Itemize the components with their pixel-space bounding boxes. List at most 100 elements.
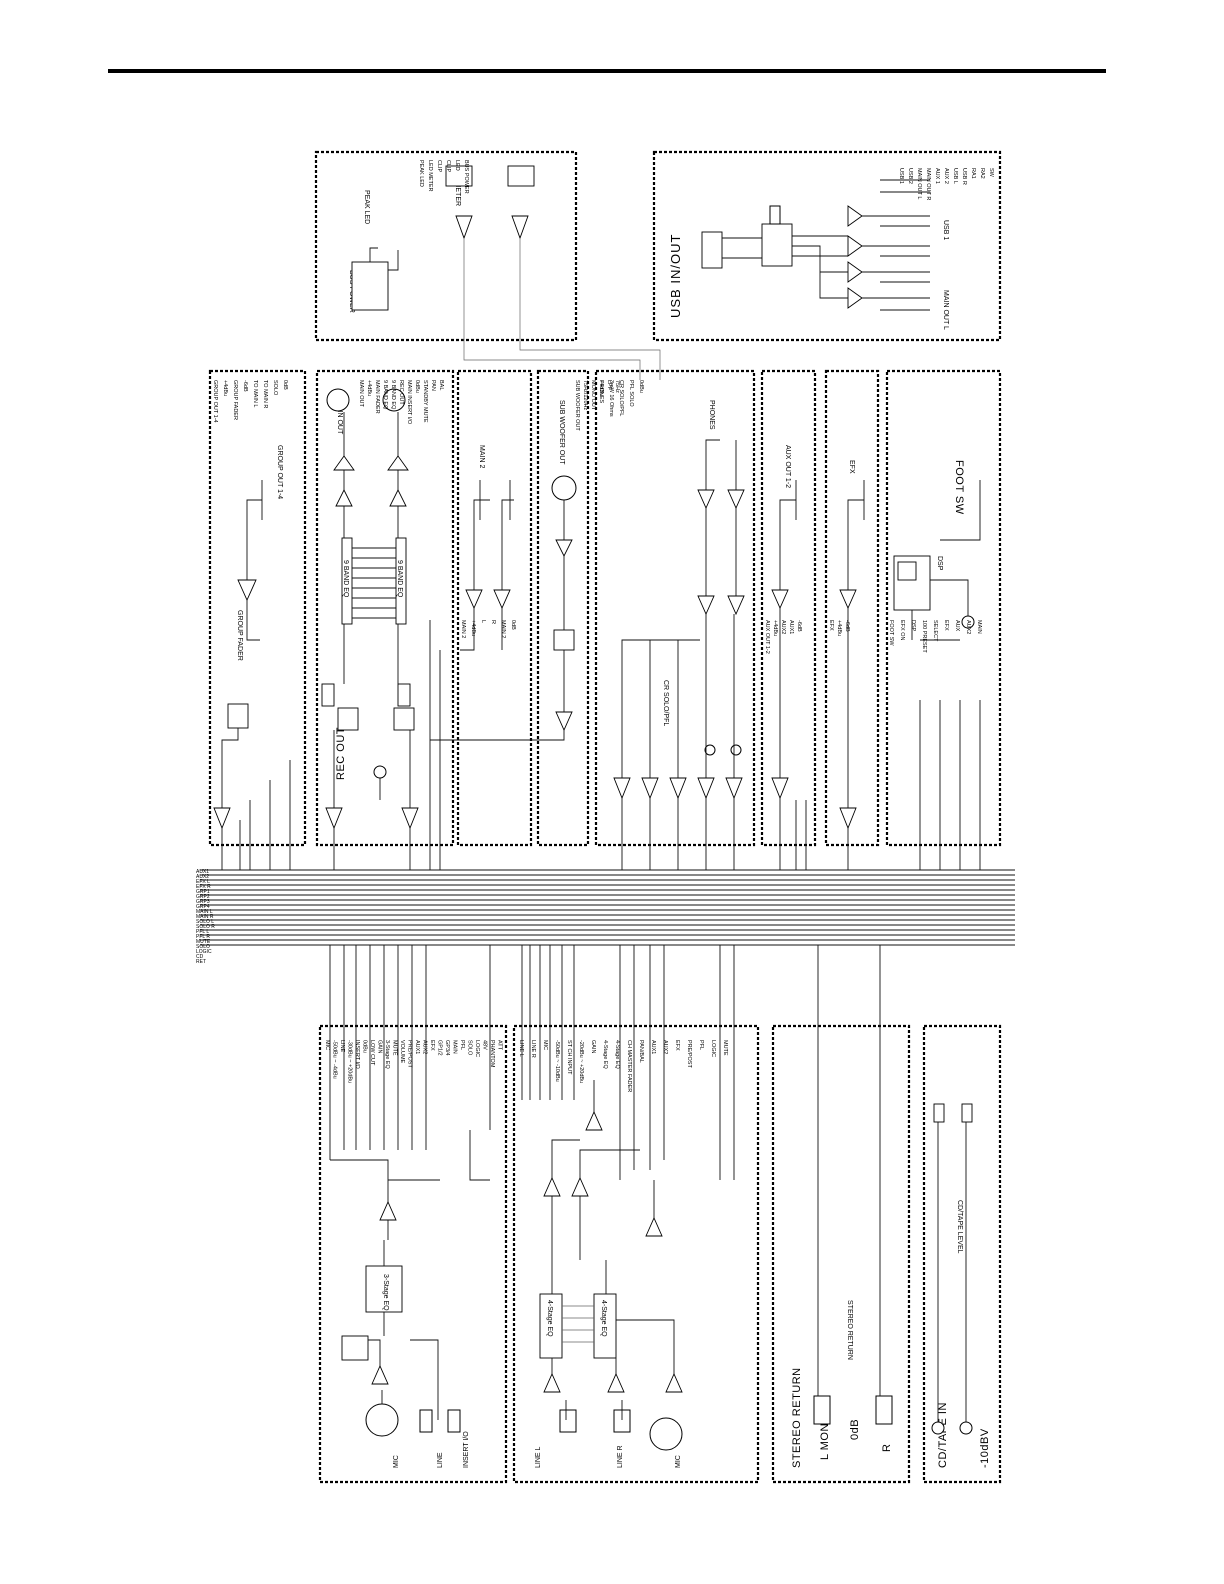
meter-stack-label-5: BUS POWER [463,160,469,194]
cd-tape-title: CD/TAPE IN [937,1402,949,1468]
bus-label-3: EFX R [196,884,211,890]
group-stack-label-6: SOLO [272,380,278,396]
group-stack-label-4: TO MAIN L [252,380,258,407]
aux-label: AUX OUT 1-2 [784,445,791,488]
main-stack-label-5: REC OUT [398,380,404,405]
foot-dsp-label: DSP [936,556,943,571]
bus-label-15: SOLO [196,944,210,950]
bus-label-10: SOLO L [196,919,214,925]
usb-stack-label-0: USB 1 [898,168,904,184]
stereo-return-block: STEREO RETURN L MONO 0dB R STEREO RETURN [771,945,911,1484]
stereo-channel-block: LINE L LINE R MIC 4-Stage EQ 4-Stage EQ [512,945,760,1484]
stereo_ch-stack-label-14: PRE/POST [686,1040,692,1068]
stereo_ch-stack-label-7: 4-Stage EQ [602,1040,608,1069]
mono_ch-stack-label-8: 3-Stage EQ [384,1040,390,1069]
main-stack-label-3: 9 BAND EQ [382,380,388,410]
mono-mic-label: MIC [393,1455,400,1468]
stereo_ch-stack-label-6: GAIN [590,1040,596,1053]
bus-label-0: AUX1 [196,869,209,875]
aux-stack-label-3: AUX1 [788,620,794,634]
stereo_ch-stack-label-13: EFX [674,1040,680,1051]
mono_ch-stack-label-15: GP1/2 [437,1040,443,1056]
foot-stack-label-3: 100 PRESET [921,620,927,653]
stereo_ch-stack-label-4: ST CH INPUT [566,1040,572,1075]
efx-stack-label-1: +4dBu [836,620,842,636]
meter-stack-label-0: PEAK LED [418,160,424,187]
stereo-mic-label: MIC [675,1455,682,1468]
mono_ch-stack-label-0: MIC [324,1040,330,1050]
usb-stack-label-5: AUX 2 [943,168,949,184]
usb-stack-label-10: SW [988,168,994,178]
mono-line-label: LINE [437,1452,444,1468]
mono_ch-stack-label-2: LINE [339,1040,345,1053]
usb-stack-label-8: RA1 [970,168,976,179]
mono_ch-stack-label-11: PRE/POST [407,1040,413,1068]
meter-stack-label-3: CLIP [445,160,451,173]
meter-label-0: PEAK LED [363,190,370,224]
mono_ch-stack-label-23: ATT [497,1040,503,1051]
main-stack-label-10: BAL [438,380,444,390]
bus-label-14: MUTE [196,939,211,945]
foot-stack-label-4: SELECT [932,620,938,642]
efx-stack-label-2: -6dB [844,620,850,632]
phones-block: PHONES CR SOLO/PFL [594,369,756,870]
aux-out-block: AUX OUT 1-2 [760,369,817,870]
bus-label-5: GRP2 [196,894,210,900]
bus-label-11: SOLO R [196,924,215,930]
bus-label-17: CD [196,954,204,960]
group-out-block: GROUP OUT 1-4 GROUP FADER [208,369,307,870]
foot-stack-label-5: EFX [943,620,949,631]
stereo_ch-stack-label-1: LINE R [530,1040,536,1058]
meter-stack-label-1: LED METER [427,160,433,192]
phones-stack-label-1: 3mW 16 Ohms [608,380,614,417]
main-stack-label-7: 0dBu [414,380,420,393]
stereo_ch-stack-label-3: -50dBu ~ -10dBu [554,1040,560,1082]
meter-block: LED METER PEAK LED BUS POWER [314,150,661,380]
mono_ch-stack-label-19: SOLO [467,1040,473,1056]
group-label-0: GROUP OUT 1-4 [276,445,283,499]
sub-stack-label-3: +4dBu [598,380,604,396]
stereo_ch-stack-label-0: LINE L [518,1040,524,1057]
main-stack-label-1: +4dBu [366,380,372,396]
main-stack-label-9: PAN [430,380,436,391]
usb-stack-label-9: RA2 [979,168,985,179]
stereo-return-l: L MONO [819,1414,831,1460]
main-stack-label-6: MAIN INSERT I/O [406,380,412,425]
foot-sw-block: FOOT SW DSP [885,369,1002,870]
mono_ch-stack-label-10: VOLUME [399,1040,405,1064]
aux-stack-label-0: AUX OUT 1-2 [764,620,770,654]
mono_ch-stack-label-1: -50dBu ~ -4dBu [332,1040,338,1079]
sub-stack-label-4: LPF [606,380,612,391]
mono_ch-stack-label-3: -30dBu ~ +20dBu [347,1040,353,1083]
usb-stack-label-7: USB R [961,168,967,185]
stereo_ch-stack-label-12: AUX2 [662,1040,668,1054]
mono-channel-block: MIC LINE INSERT I/O 3-Stage EQ [318,945,508,1484]
bus-label-13: PFL R [196,934,210,940]
stereo-eq-label: 4-Stage EQ [546,1300,553,1337]
stereo-return-inner: STEREO RETURN [846,1300,853,1360]
stereo-eq-label-r: 4-Stage EQ [600,1300,607,1337]
main2-stack-label-3: R [490,620,496,624]
stereo_ch-stack-label-11: AUX1 [650,1040,656,1054]
stereo-line-r-label: LINE R [617,1445,624,1468]
stereo-return-r: R [881,1444,893,1452]
cd-tape-inner: CD/TAPE LEVEL [956,1200,963,1254]
sub-stack-label-5: 75Hz [614,380,620,393]
mono_ch-stack-label-16: GP3/4 [444,1040,450,1056]
efx-label: EFX [848,460,855,474]
main-eq-label-r: 9 BAND EQ [396,560,403,598]
bus-label-9: MAIN R [196,914,214,920]
foot-stack-label-6: AUX [954,620,960,632]
main-stack-label-0: MAIN OUT [358,380,364,408]
stereo_ch-stack-label-8: 4-Stage EQ [614,1040,620,1069]
main2-stack-label-0: MAIN 2 [460,620,466,638]
efx-stack-label-0: EFX [828,620,834,631]
phones-solo-label: CR SOLO/PFL [662,680,669,726]
main2-label: MAIN 2 [478,445,485,468]
bus-label-7: GRP4 [196,904,210,910]
foot-stack-label-2: DSP [910,620,916,632]
bus-label-1: AUX2 [196,874,209,880]
mono_ch-stack-label-20: LOGIC [474,1040,480,1057]
